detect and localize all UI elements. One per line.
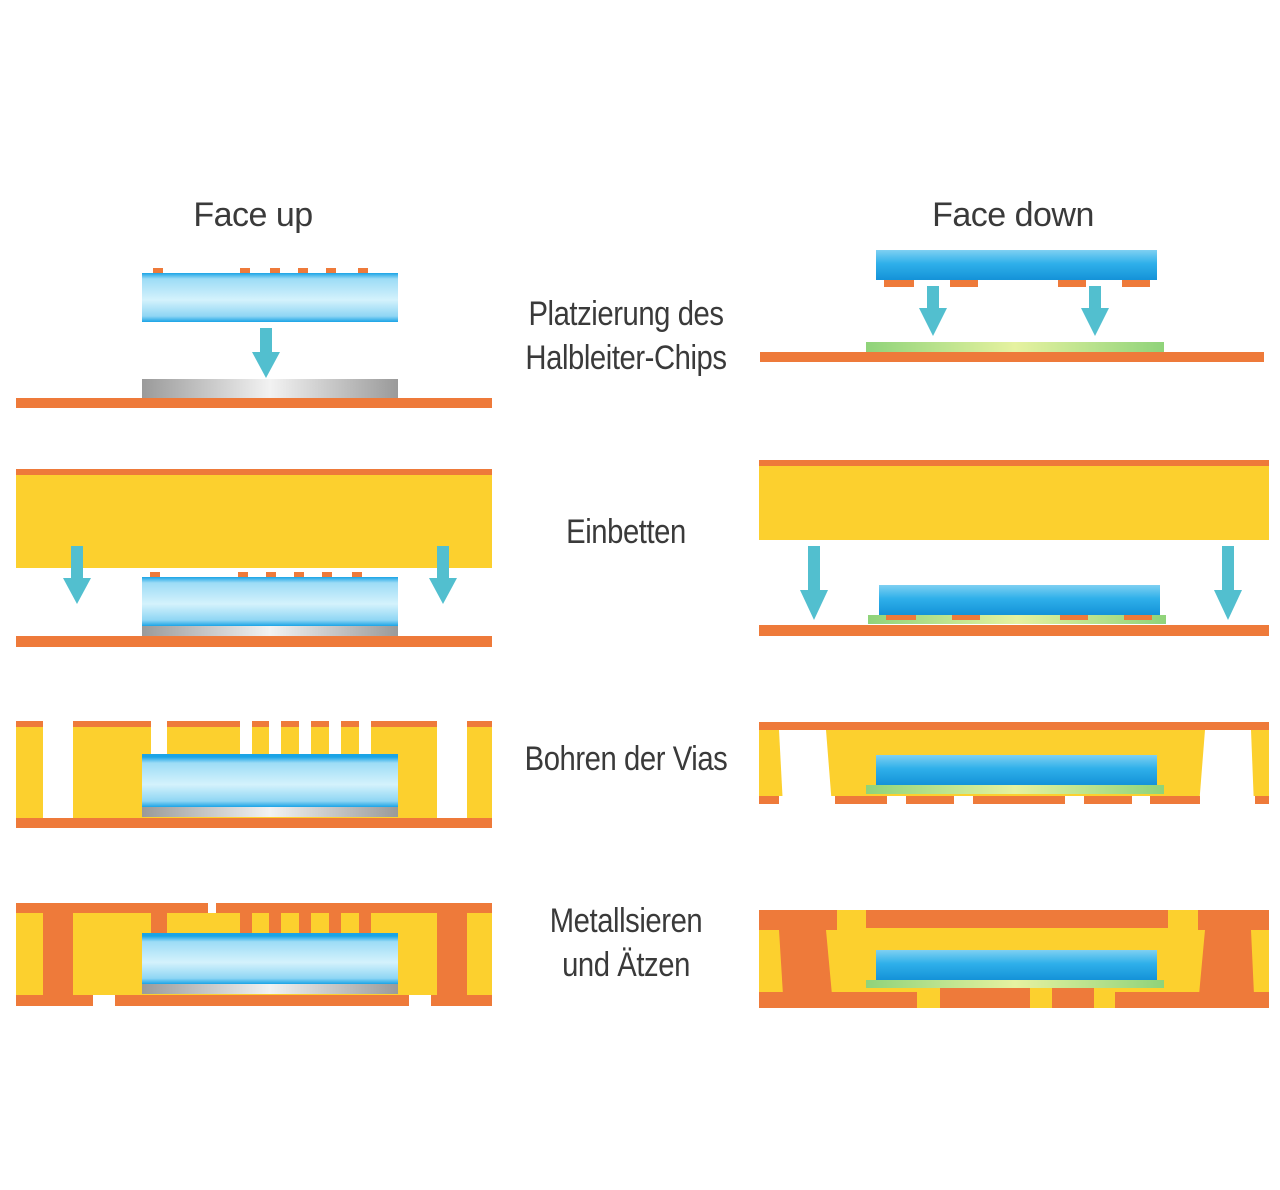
down-arrow-icon — [1081, 286, 1109, 336]
chip-pads — [358, 268, 368, 274]
step-label-placement: Platzierung des Halbleiter-Chips — [497, 292, 755, 380]
adhesive-layer — [142, 984, 398, 994]
down-arrow-icon — [800, 546, 828, 620]
chip-pads — [270, 268, 280, 274]
face-down-step4 — [759, 910, 1269, 1008]
solder-layer — [866, 342, 1164, 352]
down-arrow-icon — [429, 546, 457, 604]
face-up-step1 — [16, 268, 492, 408]
face-up-title: Face up — [193, 196, 313, 234]
chip — [876, 755, 1157, 785]
chip-pads — [240, 268, 250, 274]
face-up-step3 — [16, 721, 492, 828]
face-up-step4 — [16, 903, 492, 1006]
chip — [879, 585, 1160, 615]
chip — [142, 577, 398, 626]
step-label-placement-line2: Halbleiter-Chips — [525, 339, 727, 377]
copper-foil — [16, 469, 492, 475]
chip-pads — [326, 268, 336, 274]
adhesive-layer — [142, 379, 398, 398]
copper-carrier — [16, 818, 492, 828]
step-label-drilling-line1: Bohren der Vias — [524, 740, 728, 778]
step-label-embedding: Einbetten — [497, 510, 755, 554]
copper-carrier — [760, 352, 1264, 362]
face-down-step2 — [759, 460, 1269, 636]
down-arrow-icon — [919, 286, 947, 336]
step-label-embedding-line1: Einbetten — [566, 513, 686, 551]
chip — [876, 250, 1157, 280]
face-down-step3 — [759, 722, 1269, 806]
chip — [876, 950, 1157, 980]
step-label-metallization-line2: und Ätzen — [562, 946, 690, 984]
down-arrow-icon — [1214, 546, 1242, 620]
face-down-title: Face down — [932, 196, 1094, 234]
adhesive-layer — [142, 626, 398, 636]
down-arrow-icon — [252, 328, 280, 378]
copper-carrier — [759, 625, 1269, 636]
copper-carrier — [16, 636, 492, 647]
chip-pads — [153, 268, 163, 274]
chip — [142, 936, 398, 984]
step-label-metallization: Metallsieren und Ätzen — [497, 899, 755, 987]
copper-carrier — [16, 398, 492, 408]
step-label-metallization-line1: Metallsieren — [549, 902, 703, 940]
face-down-step1 — [760, 250, 1264, 362]
down-arrow-icon — [63, 546, 91, 604]
chip-pads — [298, 268, 308, 274]
chip — [142, 757, 398, 807]
resin-layer — [16, 475, 492, 568]
chip — [142, 273, 398, 322]
step-label-placement-line1: Platzierung des — [528, 295, 724, 333]
resin-layer — [759, 466, 1269, 540]
step-label-drilling: Bohren der Vias — [497, 737, 755, 781]
adhesive-layer — [142, 807, 398, 817]
face-up-step2 — [16, 469, 492, 647]
